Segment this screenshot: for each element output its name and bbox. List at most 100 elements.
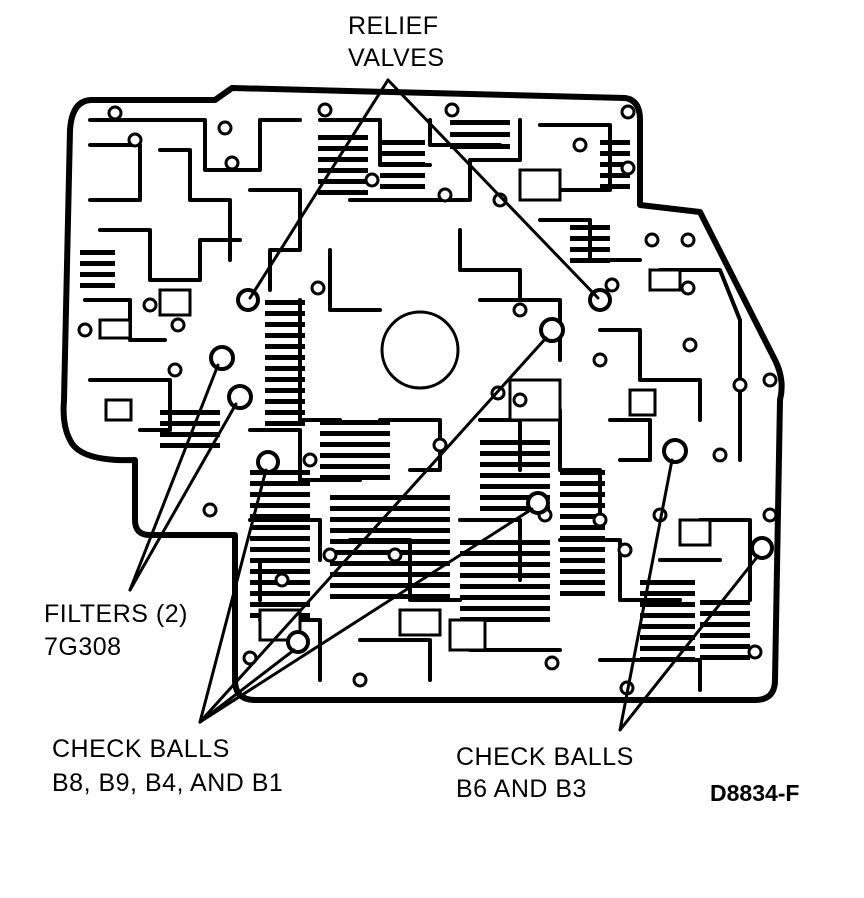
plate-slot xyxy=(450,120,510,125)
plate-slot xyxy=(250,492,310,497)
plate-hole xyxy=(317,102,333,118)
plate-slot xyxy=(265,410,305,415)
plate-hole xyxy=(387,547,403,563)
check-ball-b9 xyxy=(539,317,565,343)
plate-slot xyxy=(560,580,605,585)
plate-slot xyxy=(480,451,550,456)
plate-slot xyxy=(330,583,450,588)
plate-slot xyxy=(460,540,550,545)
plate-slot xyxy=(80,272,115,277)
plate-hole xyxy=(432,437,448,453)
plate-slot xyxy=(380,184,425,189)
plate-slot xyxy=(330,539,450,544)
plate-hole xyxy=(592,512,608,528)
plate-slot xyxy=(600,173,630,178)
plate-slot xyxy=(570,247,610,252)
port-opening xyxy=(518,168,562,202)
relief-valve-left xyxy=(236,288,260,312)
filter-lower xyxy=(227,384,253,410)
plate-slot xyxy=(560,536,605,541)
relief-valves-label-line2: VALVES xyxy=(348,44,445,72)
plate-hole xyxy=(142,297,158,313)
plate-slot xyxy=(480,462,550,467)
plate-slot xyxy=(600,140,630,145)
leader-check-b6 xyxy=(618,458,674,732)
plate-hole xyxy=(77,322,93,338)
plate-slot xyxy=(265,399,305,404)
plate-slot xyxy=(250,503,310,508)
port-opening xyxy=(98,318,132,340)
plate-slot xyxy=(560,503,605,508)
plate-slot xyxy=(560,547,605,552)
plate-hole xyxy=(762,372,778,388)
port-opening xyxy=(678,518,712,547)
leader-check-b1 xyxy=(198,648,296,724)
port-opening xyxy=(448,618,487,652)
plate-hole xyxy=(604,277,620,293)
plate-hole xyxy=(310,280,326,296)
plate-slot xyxy=(160,410,220,415)
plate-slot xyxy=(480,473,550,478)
plate-slot xyxy=(450,144,510,149)
plate-slot xyxy=(560,492,605,497)
leader-relief-right xyxy=(386,78,600,300)
check-balls-right-label-line1: CHECK BALLS xyxy=(456,743,634,771)
plate-slot xyxy=(265,322,305,327)
small-holes xyxy=(77,102,778,696)
leader-filter-lower xyxy=(128,402,238,592)
plate-slot xyxy=(700,644,750,649)
plate-slot xyxy=(250,536,310,541)
plate-slot xyxy=(450,132,510,137)
plate-hole xyxy=(732,377,748,393)
filters-label-line2: 7G308 xyxy=(44,633,122,661)
check-ball-b1 xyxy=(286,630,310,654)
check-balls-left-label-line2: B8, B9, B4, AND B1 xyxy=(52,769,283,797)
plate-slot xyxy=(700,600,750,605)
plate-slot xyxy=(380,162,425,167)
plate-slot xyxy=(560,481,605,486)
plate-hole xyxy=(680,280,696,296)
port-opening xyxy=(104,398,133,422)
plate-hole xyxy=(592,352,608,368)
plate-hole xyxy=(492,192,508,208)
plate-hole xyxy=(762,507,778,523)
plate-slot xyxy=(560,591,605,596)
plate-slot xyxy=(250,569,310,574)
plate-hole xyxy=(712,447,728,463)
plate-slot xyxy=(318,135,368,140)
plate-slot xyxy=(265,333,305,338)
plate-slot xyxy=(320,442,390,447)
plate-slot xyxy=(570,236,610,241)
central-bore xyxy=(380,310,460,390)
plate-slot xyxy=(700,622,750,627)
plate-hole xyxy=(274,572,290,588)
plate-slot xyxy=(640,591,695,596)
plate-hole xyxy=(644,232,660,248)
plate-slot xyxy=(460,562,550,567)
plate-slot xyxy=(320,453,390,458)
plate-slot xyxy=(600,151,630,156)
plate-slot xyxy=(460,551,550,556)
plate-slot xyxy=(380,173,425,178)
plate-slot xyxy=(250,514,310,519)
plate-slot xyxy=(640,602,695,607)
leader-filter-upper xyxy=(128,363,220,592)
plate-slot xyxy=(380,140,425,145)
plate-slot xyxy=(318,168,368,173)
plate-hole xyxy=(224,155,240,171)
plate-slot xyxy=(265,355,305,360)
plate-slot xyxy=(380,151,425,156)
relief-valves-label-line1: RELIEF xyxy=(348,12,439,40)
plate-slot xyxy=(600,162,630,167)
leader-check-b8 xyxy=(198,468,268,724)
plate-slot xyxy=(460,606,550,611)
plate-slot xyxy=(480,495,550,500)
port-opening xyxy=(398,608,442,637)
plate-hole xyxy=(747,644,763,660)
plate-slot xyxy=(330,506,450,511)
plate-slot xyxy=(640,580,695,585)
plate-hole xyxy=(322,547,338,563)
leader-lines xyxy=(128,78,760,732)
plate-slot xyxy=(330,517,450,522)
plate-slot xyxy=(460,595,550,600)
